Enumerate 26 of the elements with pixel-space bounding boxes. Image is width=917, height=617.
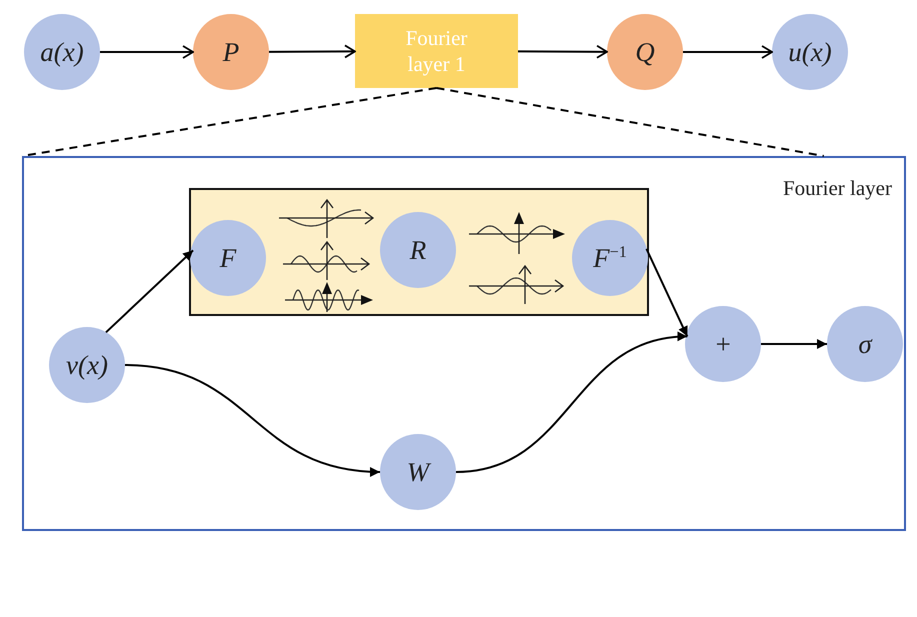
arrow — [761, 339, 827, 349]
arrow — [518, 44, 608, 59]
arrow — [646, 248, 688, 337]
arrow — [100, 45, 194, 59]
node-label: u(x) — [788, 36, 832, 68]
arrow — [683, 45, 773, 59]
node-label: P — [222, 36, 240, 68]
layer-frame — [22, 156, 906, 531]
spectral-panel — [189, 188, 649, 316]
connector-line — [436, 87, 824, 157]
node-label: v(x) — [66, 350, 108, 380]
node-label: σ — [858, 328, 872, 360]
arrow — [124, 364, 380, 476]
arrow — [456, 332, 688, 473]
node-label: W — [406, 456, 430, 488]
node-label: + — [714, 328, 732, 360]
node-label: a(x) — [40, 36, 84, 68]
node-label: R — [410, 234, 426, 266]
node-label: Q — [635, 36, 655, 68]
frame-title: Fourier layer — [782, 176, 892, 201]
arrow — [105, 250, 194, 334]
layer-box — [355, 14, 518, 88]
arrow — [269, 44, 356, 58]
node-label: Fourier layer 1 — [404, 24, 468, 78]
node-label: F$^{−1}$ — [593, 242, 627, 274]
node-label: F — [220, 242, 236, 274]
